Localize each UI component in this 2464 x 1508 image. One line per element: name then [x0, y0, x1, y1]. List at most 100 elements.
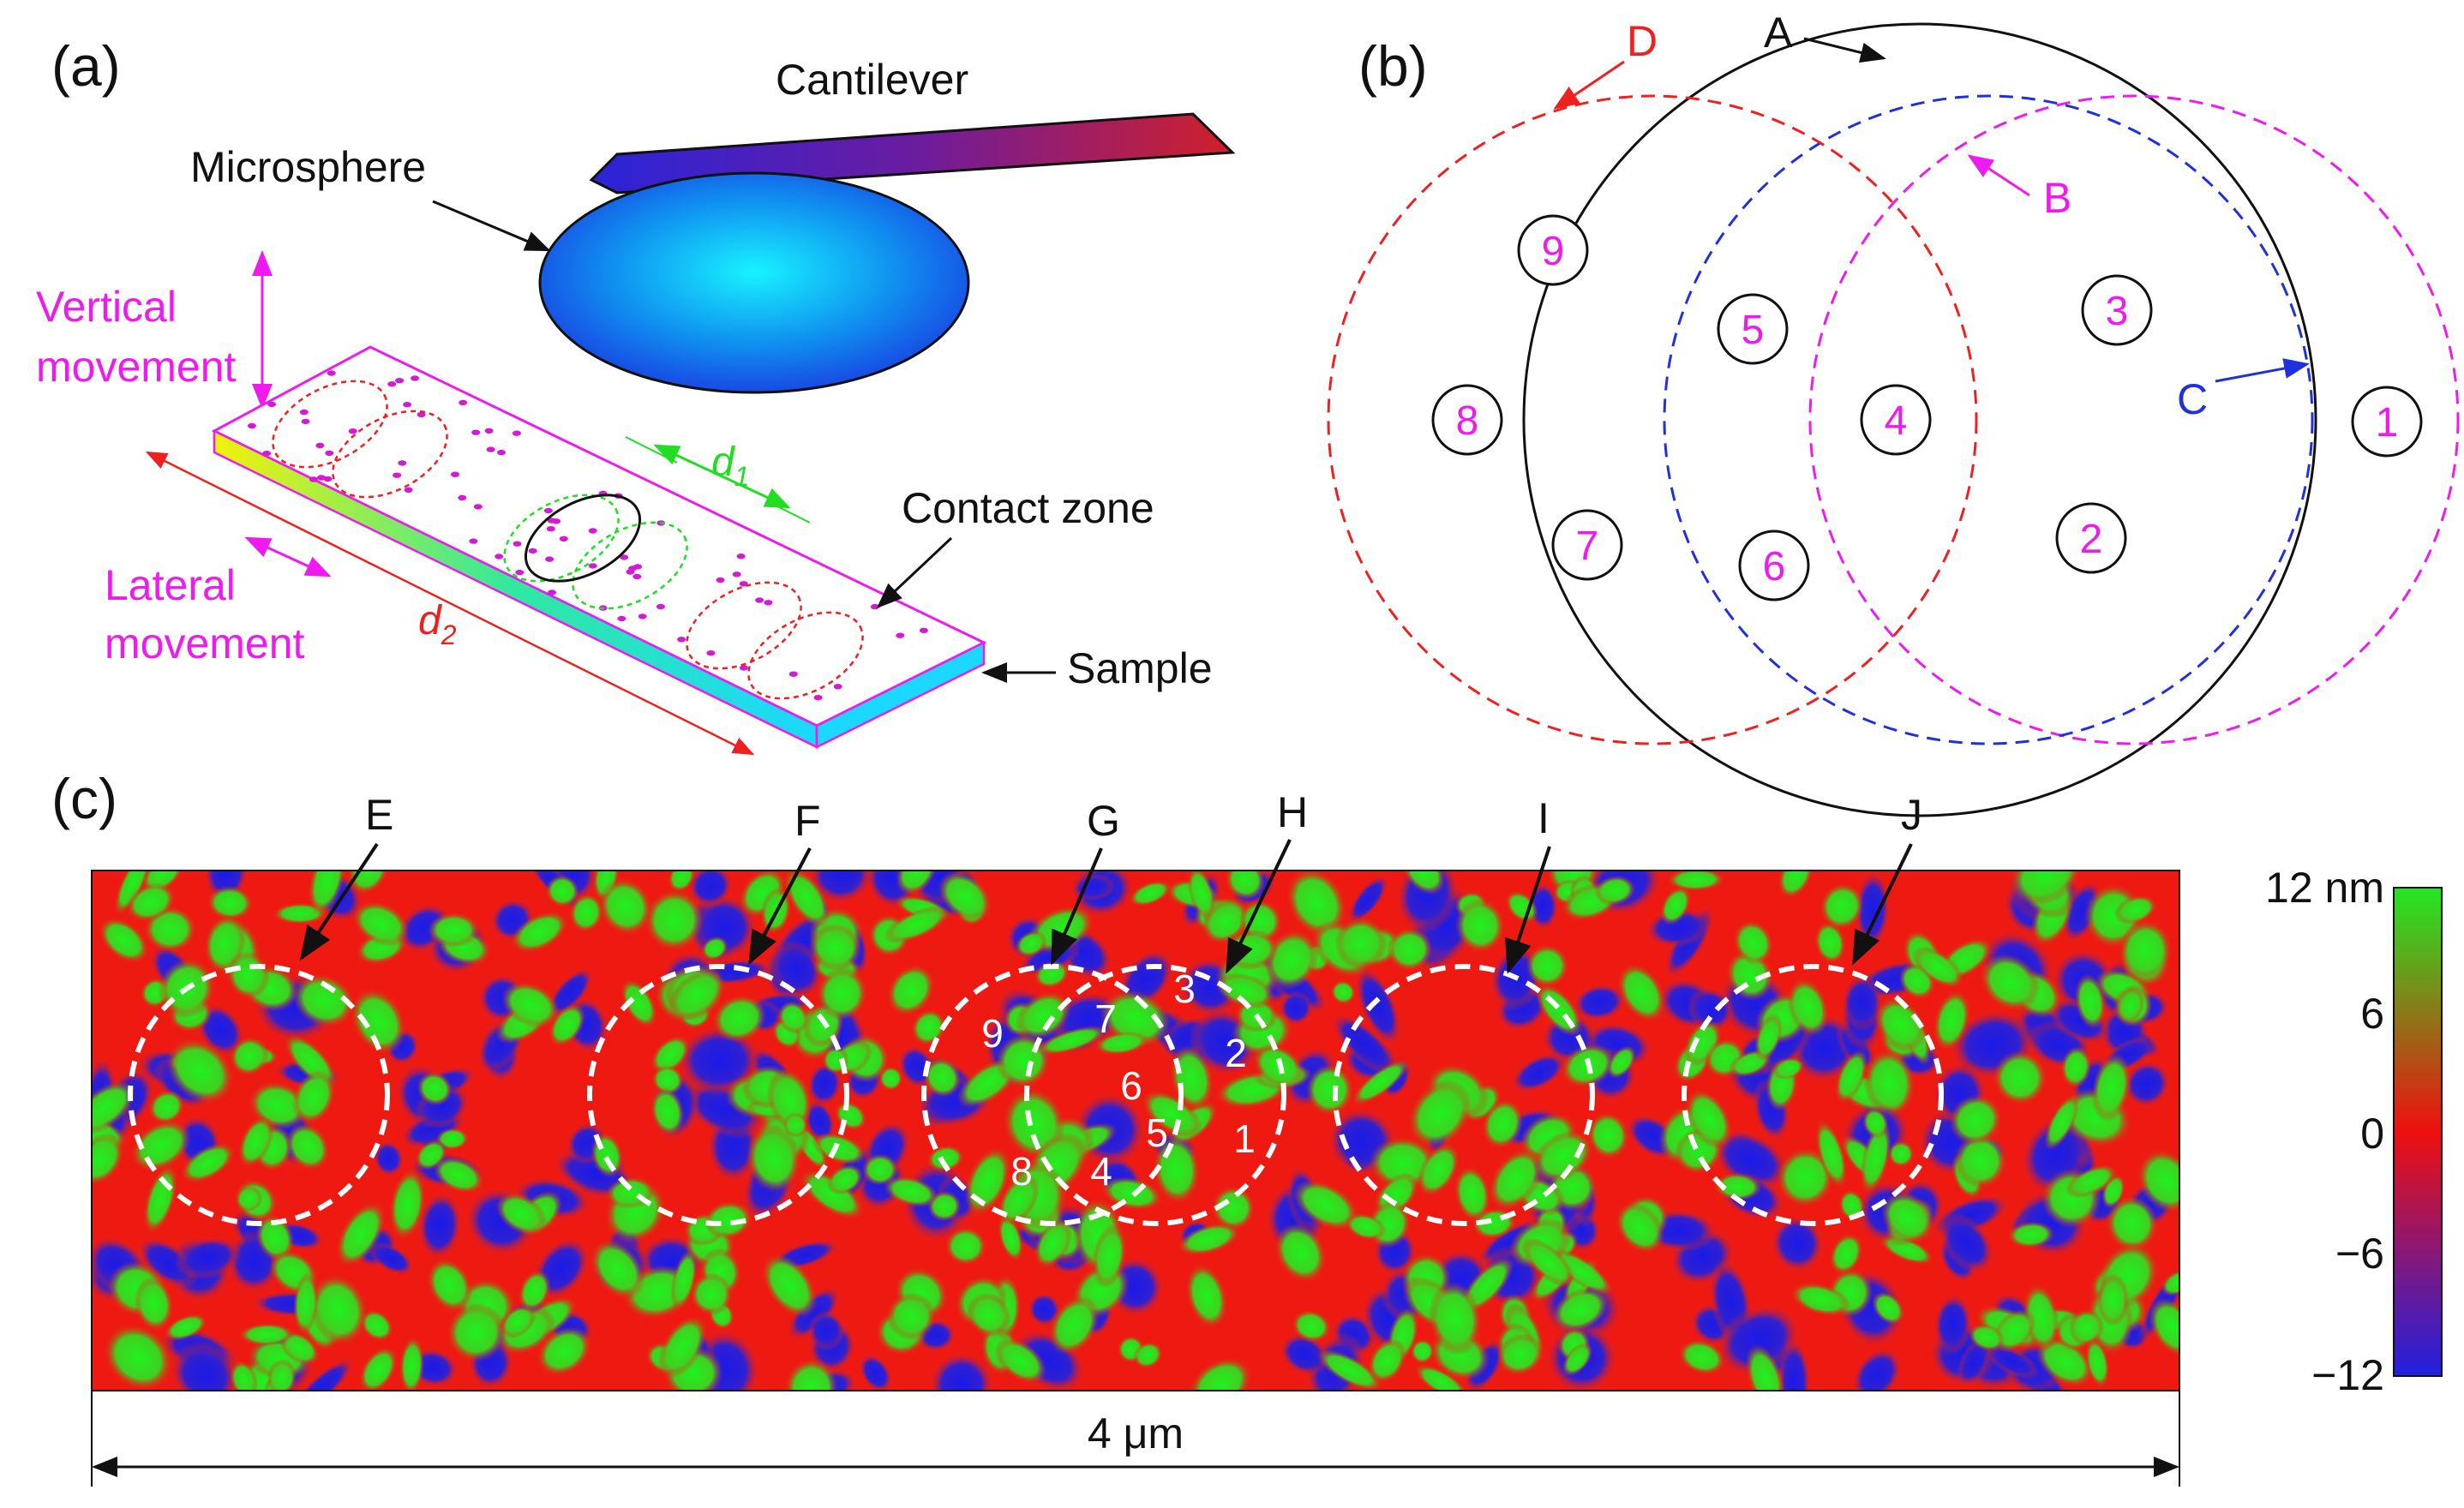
surface-dot — [393, 472, 402, 478]
surface-dot — [513, 541, 522, 547]
d2-arrow — [145, 451, 755, 756]
low-region — [372, 1140, 405, 1177]
high-region — [428, 913, 480, 948]
low-region — [1510, 1052, 1568, 1093]
map-label-h: H — [1277, 788, 1308, 836]
point-marker-circle — [2351, 386, 2423, 458]
high-region — [1678, 1339, 1726, 1375]
high-region — [238, 1116, 274, 1168]
surface-dot — [740, 665, 748, 671]
point-marker-2: 2 — [2055, 502, 2127, 574]
high-region — [2068, 1308, 2104, 1346]
high-region — [2148, 1297, 2179, 1357]
scale-bar-label: 4 μm — [1088, 1409, 1184, 1457]
high-region — [926, 1145, 964, 1172]
high-region — [1526, 944, 1569, 987]
high-region — [1685, 1089, 1733, 1150]
point-marker-label: 4 — [1885, 398, 1908, 444]
point-marker-1: 1 — [2351, 386, 2423, 458]
low-region — [170, 1341, 240, 1391]
high-region — [1034, 1219, 1072, 1268]
colorbar-tick-neg12: −12 — [2311, 1351, 2384, 1399]
high-region — [495, 1192, 548, 1236]
circle-a-pointer — [1803, 37, 1886, 63]
high-region — [651, 1064, 684, 1096]
high-region — [291, 1069, 336, 1124]
circle-d-label: D — [1627, 17, 1658, 65]
map-label-j: J — [1901, 791, 1922, 839]
lateral-movement-label-1: Lateral — [105, 561, 236, 609]
high-region — [1667, 871, 1725, 891]
map-inner-number-3: 3 — [1173, 966, 1196, 1011]
high-region — [1551, 1287, 1609, 1332]
map-label-e: E — [365, 791, 393, 839]
high-region — [1034, 960, 1070, 989]
surface-dot — [403, 402, 412, 408]
high-region — [967, 1292, 1011, 1337]
high-region — [650, 1035, 690, 1074]
high-region — [1778, 871, 1814, 899]
high-region — [1776, 1147, 1835, 1207]
height-map-frame — [91, 870, 2180, 1391]
high-region — [447, 1302, 507, 1362]
surface-dot — [543, 507, 553, 514]
high-region — [1189, 1357, 1252, 1391]
surface-dot — [484, 428, 494, 434]
low-region — [1716, 1304, 1801, 1376]
high-region — [1334, 917, 1388, 970]
high-region — [2119, 919, 2173, 981]
high-region — [884, 1176, 939, 1208]
surface-dot — [588, 563, 597, 569]
high-region — [1345, 1212, 1387, 1241]
high-region — [229, 1360, 258, 1391]
surface-dot — [732, 571, 741, 577]
high-region — [1587, 1111, 1629, 1159]
high-region — [812, 1132, 866, 1165]
microsphere-label: Microsphere — [190, 143, 426, 191]
high-region — [1187, 871, 1215, 920]
sample-slab — [211, 345, 987, 750]
panel-a-label: (a) — [51, 34, 121, 98]
high-region — [126, 883, 176, 922]
high-region — [285, 1122, 330, 1171]
point-marker-circle — [1517, 214, 1589, 286]
map-circle-h — [1024, 964, 1286, 1226]
high-region — [2065, 1164, 2118, 1199]
point-marker-9: 9 — [1517, 214, 1589, 286]
contact-zone-pointer — [876, 536, 953, 609]
high-region — [1417, 1143, 1460, 1197]
high-region — [994, 1337, 1047, 1384]
surface-dot — [896, 632, 905, 638]
high-region — [1402, 871, 1446, 895]
surface-dot — [559, 536, 568, 542]
point-marker-6: 6 — [1738, 530, 1810, 601]
high-region — [2044, 1093, 2080, 1151]
high-region — [1880, 1192, 1934, 1244]
low-region — [1778, 1337, 1811, 1391]
high-region — [427, 1258, 473, 1313]
high-region — [1292, 1309, 1331, 1343]
surface-dot — [788, 671, 798, 677]
high-region — [2010, 871, 2082, 906]
sample-top-face — [211, 345, 987, 727]
high-region — [668, 871, 696, 893]
high-region — [1212, 1186, 1256, 1230]
map-pointer-j — [1852, 843, 1913, 966]
d1-label: d1 — [711, 440, 750, 492]
high-region — [1521, 1237, 1575, 1288]
high-region — [267, 1359, 297, 1391]
surface-dot — [301, 418, 310, 425]
map-pointer-f — [748, 847, 812, 966]
surface-dot — [706, 650, 716, 656]
surface-dot — [395, 378, 405, 384]
map-circle-g — [921, 964, 1184, 1226]
low-region — [1985, 1344, 2040, 1379]
high-region — [816, 966, 868, 1020]
high-region — [1215, 972, 1275, 1009]
high-region — [2097, 1273, 2130, 1327]
surface-dot — [262, 451, 272, 457]
low-region — [368, 1242, 415, 1276]
surface-dot — [497, 449, 506, 456]
surface-dot — [495, 554, 504, 560]
